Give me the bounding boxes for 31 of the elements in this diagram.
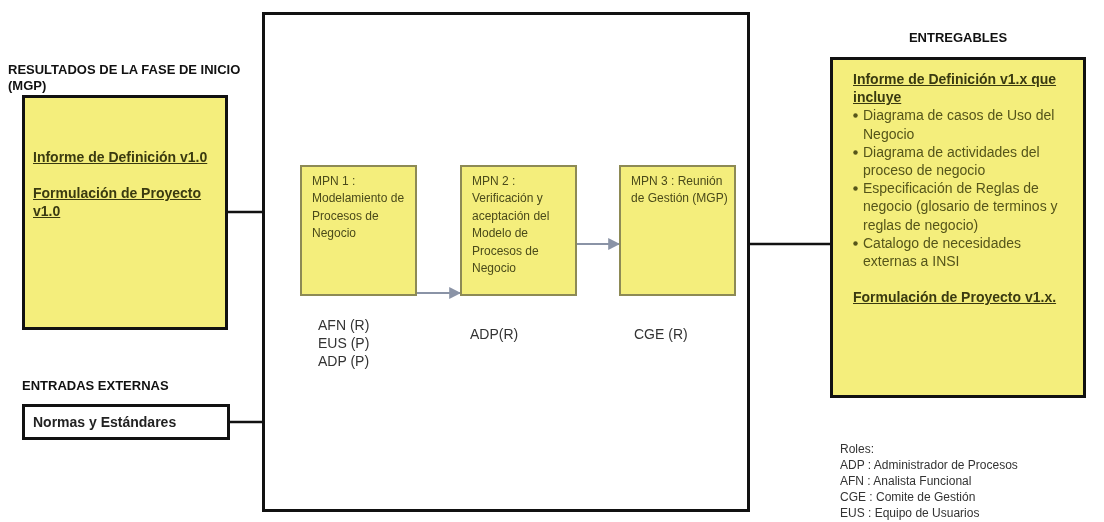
role-definition: CGE : Comite de Gestión xyxy=(840,489,977,506)
role-definition: EUS : Equipo de Usuarios xyxy=(840,505,981,522)
role-definition: ADP : Administrador de Procesos xyxy=(840,457,1018,474)
process-box: MPN 2 : Verificación y aceptación del Modelo de Procesos de Negocio xyxy=(460,165,577,296)
connector-line xyxy=(230,420,262,424)
connector-line xyxy=(750,242,830,246)
document-title: Informe de Definición v1.0 xyxy=(33,148,209,167)
role-label: ADP (P) xyxy=(318,352,371,371)
bullet-item: Catalogo de necesidades externas a INSI xyxy=(863,234,1021,269)
bullet-item: Especificación de Reglas de negocio (glosario de terminos y reglas de negocio) xyxy=(863,180,1058,233)
document-title: Formulación de Proyecto v1.0 xyxy=(33,184,203,221)
role-label: AFN (R) xyxy=(318,316,371,335)
arrow xyxy=(416,287,462,299)
document-title: Informe de Definición v1.x que incluye xyxy=(853,70,1058,107)
bullet-item: Diagrama de casos de Uso del Negocio xyxy=(863,107,1055,142)
role-definition: AFN : Analista Funcional xyxy=(840,473,973,490)
arrow xyxy=(576,238,621,250)
document-title: Formulación de Proyecto v1.x. xyxy=(853,288,1058,307)
section-heading: ENTRADAS EXTERNAS xyxy=(22,378,170,395)
section-heading: ENTREGABLES xyxy=(907,30,1009,47)
connector-line xyxy=(228,210,262,214)
bullet-item: Diagrama de actividades del proceso de negocio xyxy=(863,143,1040,178)
role-label: EUS (P) xyxy=(318,334,371,353)
process-frame xyxy=(262,12,750,512)
input-box: Normas y Estándares xyxy=(22,404,230,440)
process-box: MPN 1 : Modelamiento de Procesos de Negocio xyxy=(300,165,417,296)
process-box: MPN 3 : Reunión de Gestión (MGP) xyxy=(619,165,736,296)
role-label: ADP(R) xyxy=(470,325,520,344)
section-heading: RESULTADOS DE LA FASE DE INICIO (MGP) xyxy=(8,62,242,95)
role-label: CGE (R) xyxy=(634,325,689,344)
role-definition: Roles: xyxy=(840,442,875,458)
